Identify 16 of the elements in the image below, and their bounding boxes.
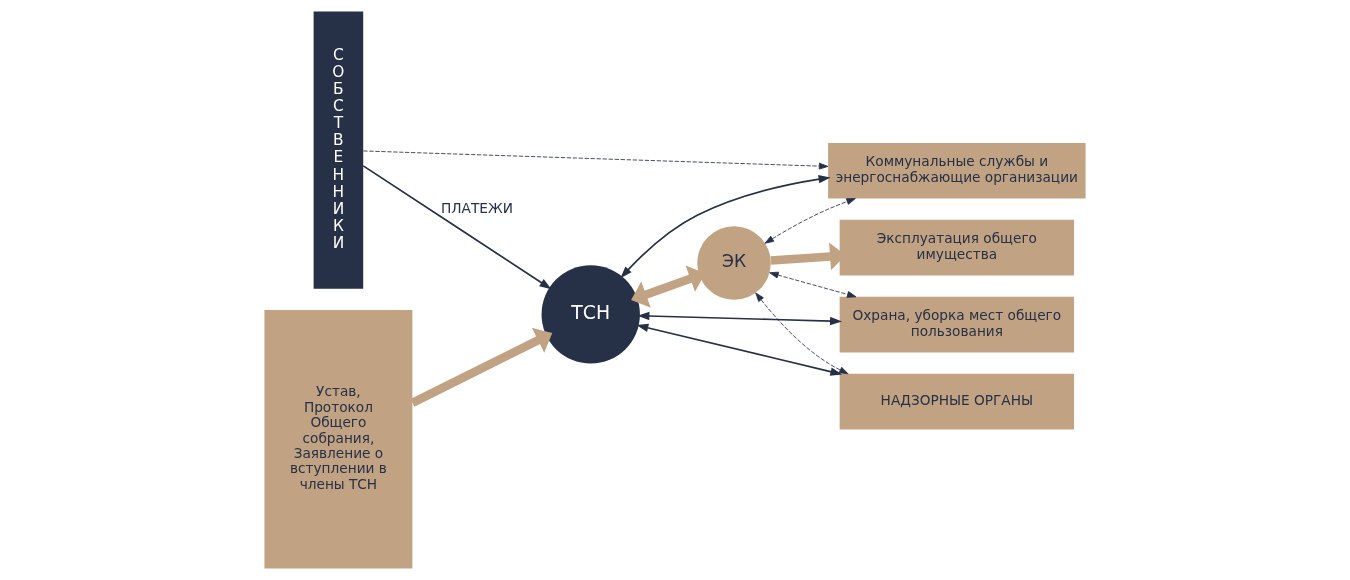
arrow <box>769 271 857 298</box>
node-box: Охрана, уборка мест общего пользования <box>839 296 1075 353</box>
node-box: Устав, Протокол Общего собрания, Заявление о вступлении в члены ТСН <box>264 310 413 569</box>
arrow <box>363 150 829 170</box>
arrow <box>764 198 856 244</box>
arrow <box>636 323 843 376</box>
arrow <box>755 292 849 375</box>
edge-label: ПЛАТЕЖИ <box>441 200 513 217</box>
node-box: СОБСТВЕННИКИ <box>313 11 364 289</box>
node-box: Эксплуатация общего имущества <box>839 219 1075 276</box>
node-box: НАДЗОРНЫЕ ОРГАНЫ <box>839 373 1075 430</box>
arrow <box>362 165 552 290</box>
arrow <box>410 327 553 407</box>
arrow <box>620 175 831 279</box>
arrow <box>637 311 843 326</box>
node-box: Коммунальные службы и энергоснабжающие организации <box>828 142 1086 199</box>
